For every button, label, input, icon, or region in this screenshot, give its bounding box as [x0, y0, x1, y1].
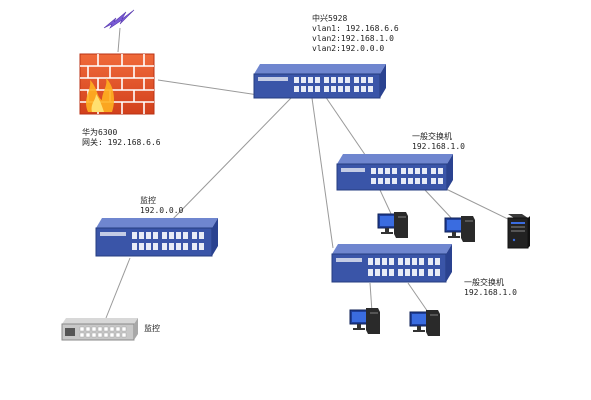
firewall-label: 华为6300 网关: 192.168.6.6: [82, 128, 161, 148]
switch-a-name: 一般交换机: [412, 132, 452, 141]
network-switch-icon: [253, 64, 386, 99]
link-switch-b-pc2: [407, 282, 429, 313]
link-monitor-nvr: [105, 257, 131, 319]
monitor-switch-name: 监控: [140, 196, 156, 205]
firewall-gateway: 网关: 192.168.6.6: [82, 138, 161, 147]
link-core-switch-a: [324, 95, 371, 163]
core-switch-vlan2: vlan2:192.168.1.0: [312, 34, 394, 43]
link-switch-a-server: [439, 185, 511, 221]
link-firewall-core: [157, 79, 259, 96]
switch-a-ip: 192.168.1.0: [412, 142, 465, 151]
core-switch-vlan3: vlan2:192.0.0.0: [312, 44, 385, 53]
nvr-label: 监控: [144, 324, 160, 334]
server-tower-icon: [507, 214, 530, 249]
desktop-computer-icon: [444, 216, 475, 242]
firewall-name: 华为6300: [82, 128, 118, 137]
nvr-name: 监控: [144, 324, 160, 333]
link-core-switch-b: [311, 97, 334, 249]
switch-a-label: 一般交换机 192.168.1.0: [412, 132, 465, 152]
core-switch-name: 中兴5928: [312, 14, 348, 23]
switch-b-label: 一般交换机 192.168.1.0: [464, 278, 517, 298]
monitor-switch-ip: 192.0.0.0: [140, 206, 184, 215]
link-switch-a-pc2: [424, 189, 456, 223]
desktop-computer-icon: [409, 310, 440, 336]
lightning-bolt-icon: [103, 9, 135, 29]
link-core-monitor-switch: [167, 96, 293, 225]
core-switch-label: 中兴5928 vlan1: 192.168.6.6 vlan2:192.168.…: [312, 14, 399, 54]
core-switch-vlan1: vlan1: 192.168.6.6: [312, 24, 399, 33]
network-switch-icon: [336, 154, 453, 191]
rack-device-icon: [61, 318, 138, 341]
desktop-computer-icon: [377, 212, 408, 238]
switch-b-ip: 192.168.1.0: [464, 288, 517, 297]
monitor-switch-label: 监控 192.0.0.0: [140, 196, 183, 216]
link-switch-b-pc1: [369, 282, 373, 313]
switch-b-name: 一般交换机: [464, 278, 504, 287]
network-switch-icon: [331, 244, 452, 283]
link-switch-a-pc1: [379, 189, 394, 219]
firewall-brick-wall-icon: [79, 53, 155, 115]
network-switch-icon: [95, 218, 218, 257]
link-internet-firewall: [117, 27, 121, 53]
desktop-computer-icon: [349, 308, 380, 334]
